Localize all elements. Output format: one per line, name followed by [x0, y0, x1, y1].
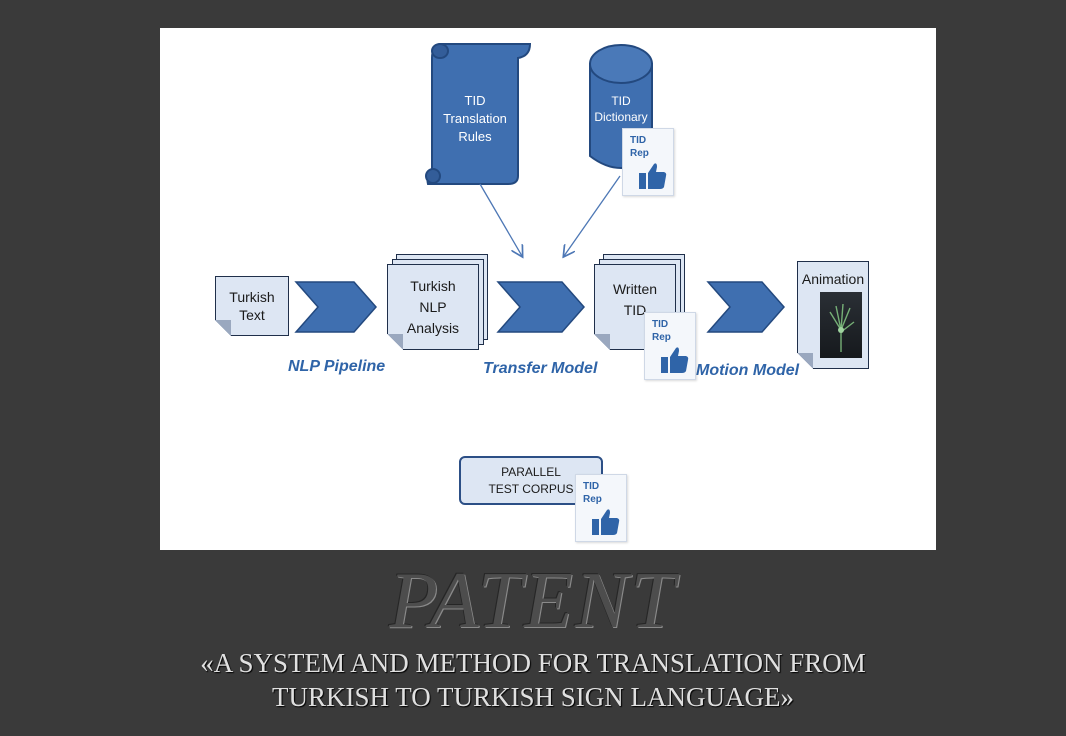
hand-animation-image: [820, 292, 862, 358]
transfer-model-label: Transfer Model: [483, 360, 598, 377]
dictionary-to-transfer-arrow: [564, 175, 621, 256]
nlp-pipeline-label: NLP Pipeline: [288, 358, 386, 375]
badge-label: TID Rep: [652, 319, 671, 343]
hand-skeleton-icon: [829, 303, 855, 352]
parallel-corpus-label: PARALLEL TEST CORPUS: [488, 464, 574, 496]
tid-rep-badge-corpus: TID Rep: [575, 474, 627, 542]
thumbs-up-icon: [592, 509, 620, 535]
nlp-analysis-label: Turkish NLP Analysis: [406, 277, 460, 336]
motion-model-label: Motion Model: [696, 362, 800, 379]
rules-to-transfer-arrow: [479, 183, 522, 256]
thumbs-up-icon: [661, 347, 689, 373]
nlp-analysis-doc: Turkish NLP Analysis: [387, 264, 479, 350]
dictionary-label: TID Dictionary: [594, 94, 648, 124]
badge-label: TID Rep: [630, 135, 649, 159]
patent-heading: PATENT: [389, 557, 677, 645]
translation-rules-label: TID Translation Rules: [443, 93, 507, 144]
animation-label: Animation: [801, 271, 865, 287]
patent-title: «A SYSTEM AND METHOD FOR TRANSLATION FRO…: [200, 648, 866, 712]
turkish-text-doc: Turkish Text: [215, 276, 289, 336]
motion-model-chevron: [706, 281, 785, 333]
thumbs-up-icon: [639, 163, 667, 189]
tid-rep-badge-dictionary: TID Rep: [622, 128, 674, 196]
translation-rules-scroll: [425, 43, 532, 185]
tid-rep-badge-written: TID Rep: [644, 312, 696, 380]
nlp-pipeline-chevron: [294, 281, 377, 333]
transfer-model-chevron: [496, 281, 585, 333]
written-tid-label: Written TID: [612, 281, 658, 318]
badge-label: TID Rep: [583, 481, 602, 505]
turkish-text-label: Turkish Text: [229, 288, 275, 323]
